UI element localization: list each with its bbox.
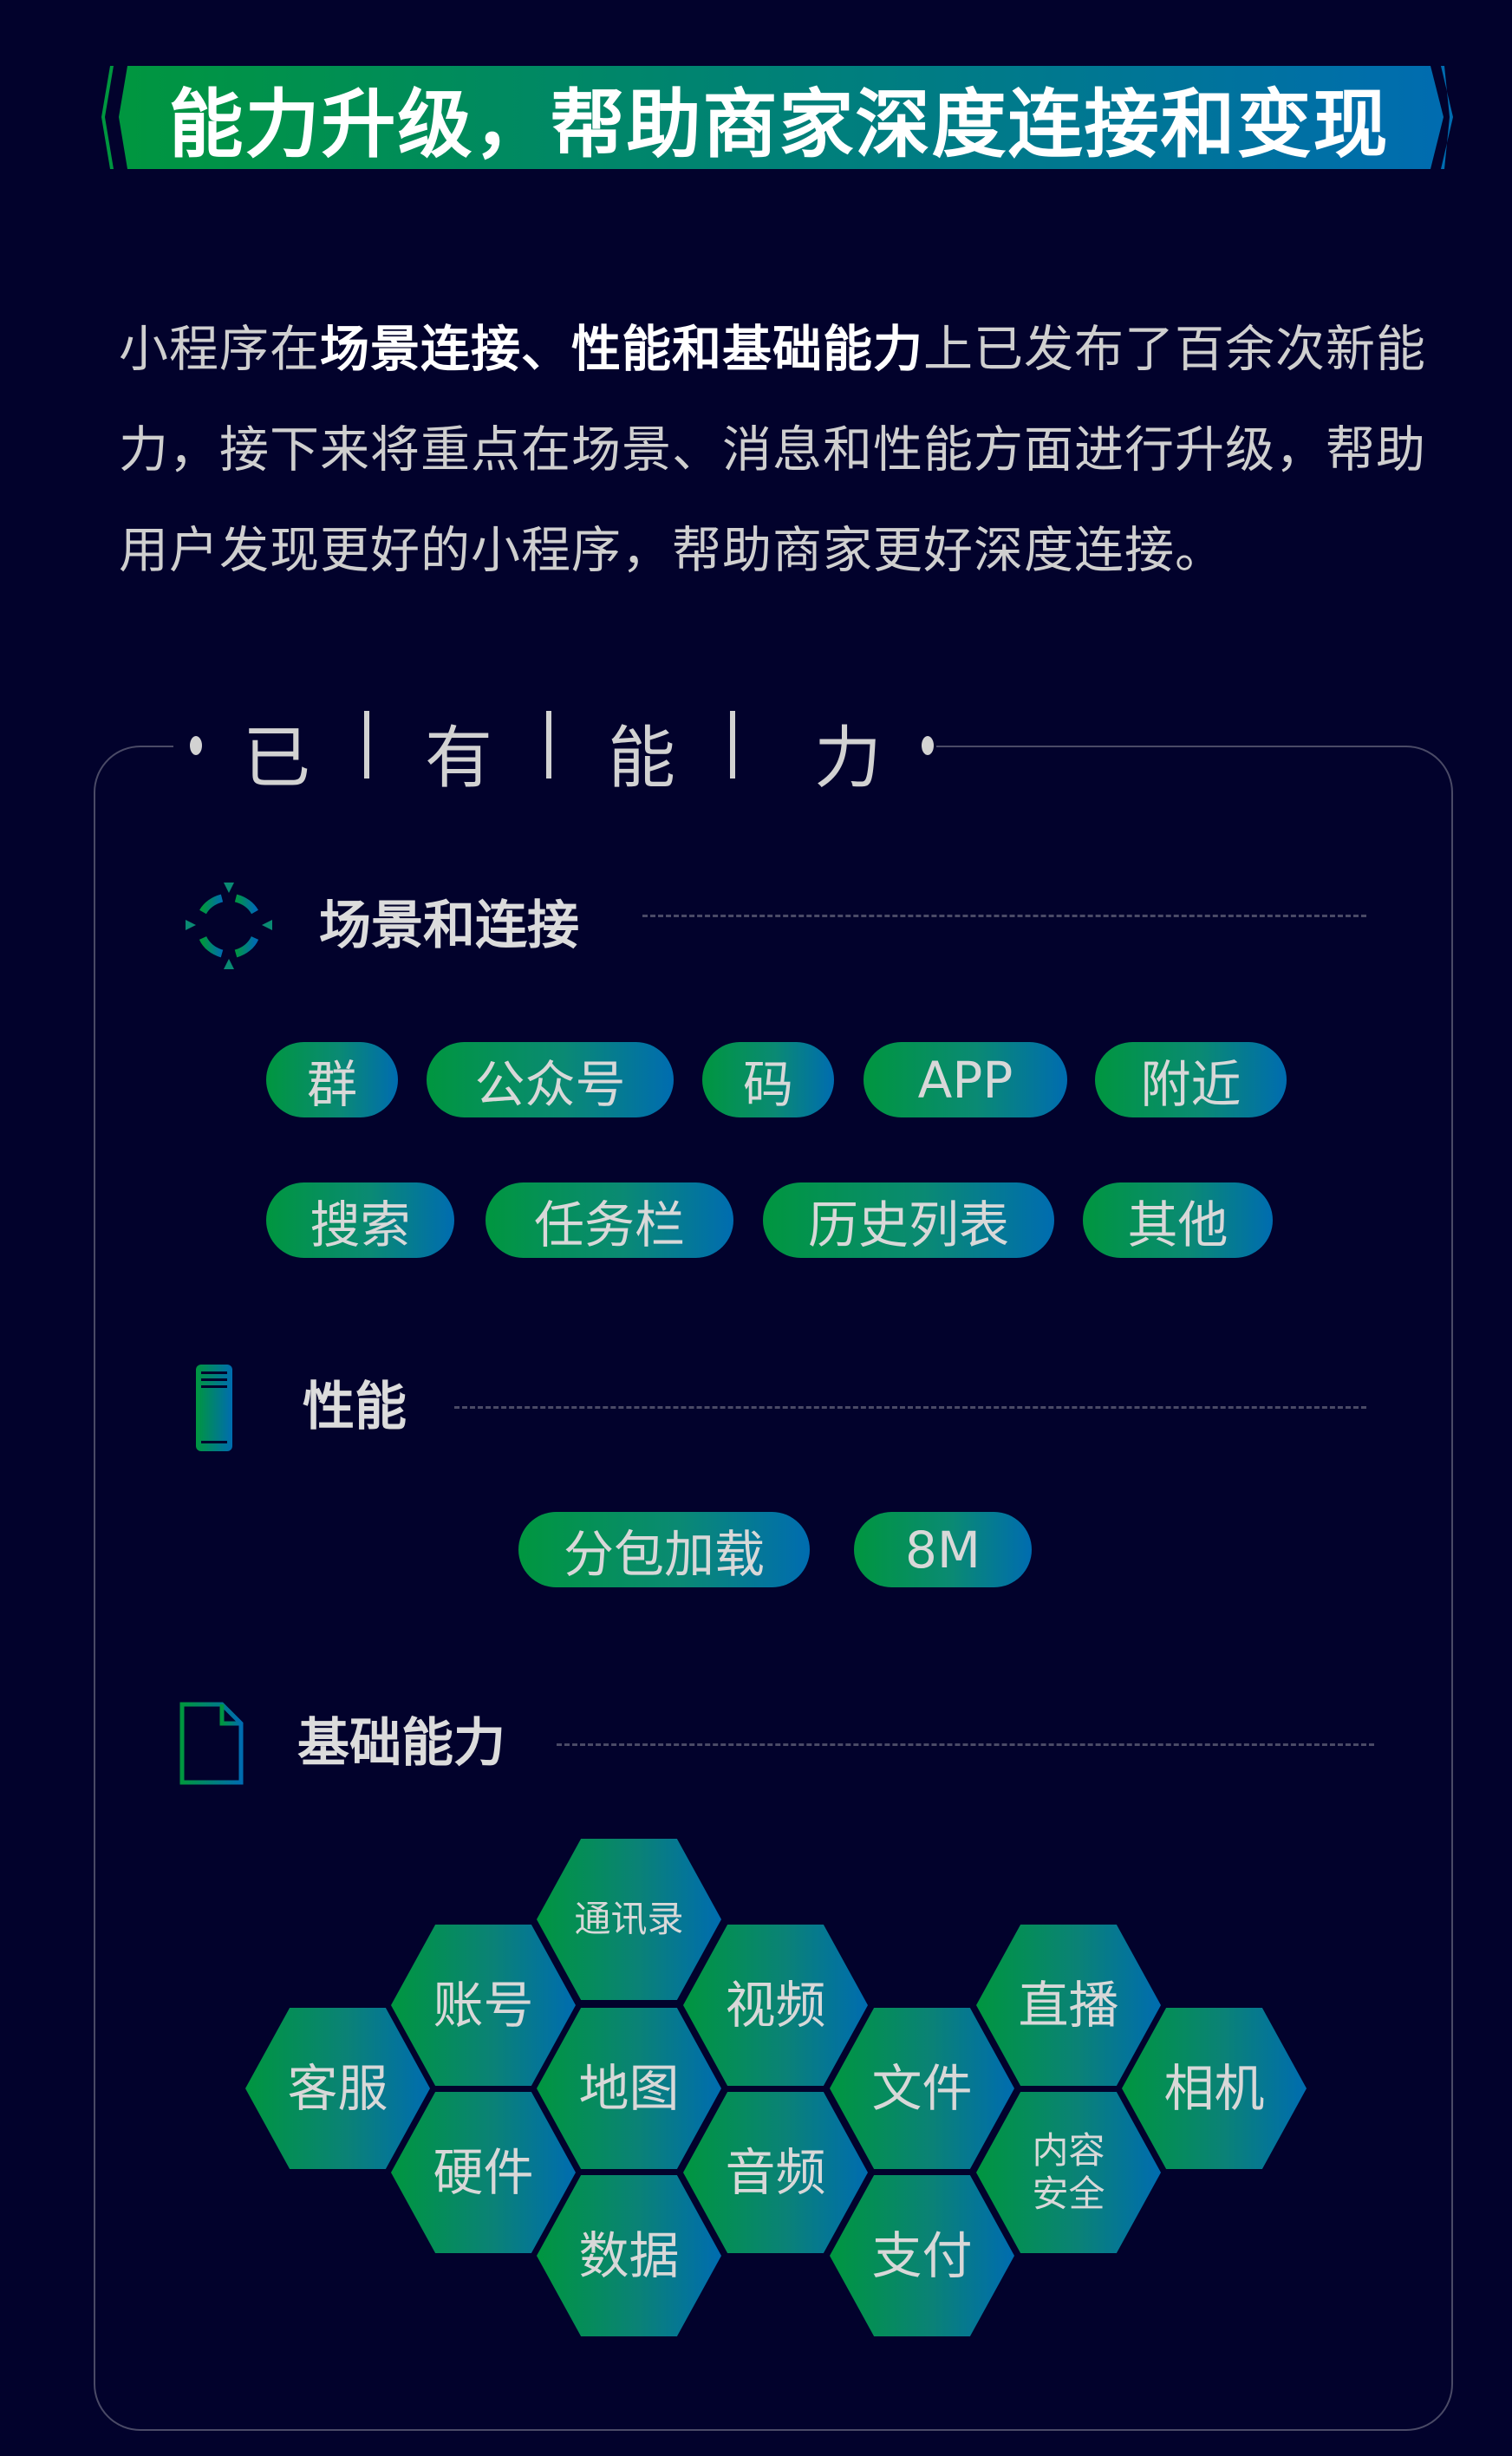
hex-capability: 地图 xyxy=(537,2008,721,2169)
title-banner: 能力升级，帮助商家深度连接和变现 xyxy=(101,66,1457,169)
scene-connect-icon xyxy=(186,883,272,969)
heading-char: 有 xyxy=(425,720,493,798)
tag-pill: 搜索 xyxy=(266,1182,454,1258)
tag-pill: 8M xyxy=(854,1512,1032,1587)
heading-divider xyxy=(546,711,551,778)
section-title-performance: 性能 xyxy=(303,1377,407,1437)
hex-capability: 相机 xyxy=(1122,2008,1307,2169)
hex-capability: 硬件 xyxy=(391,2092,576,2253)
tag-pill: 群 xyxy=(266,1042,398,1117)
hex-capability: 数据 xyxy=(537,2175,721,2336)
intro-highlight: 场景连接、性能和基础能力 xyxy=(320,321,923,378)
hex-capability: 直播 xyxy=(976,1925,1161,2086)
tag-pill: 历史列表 xyxy=(763,1182,1054,1258)
server-icon xyxy=(196,1365,232,1451)
divider xyxy=(642,915,1366,917)
intro-text-rest: 上已发布了百余次新能力，接下来将重点在场景、消息和性能方面进行升级，帮助用户发现… xyxy=(119,321,1426,579)
heading-dot-left xyxy=(190,736,202,755)
hex-capability: 通讯录 xyxy=(537,1839,721,2000)
section-title-scene: 场景和连接 xyxy=(319,896,579,956)
document-icon xyxy=(179,1702,244,1785)
hex-capability: 账号 xyxy=(391,1925,576,2086)
tag-pill: 任务栏 xyxy=(486,1182,733,1258)
hex-capability: 内容安全 xyxy=(976,2092,1161,2253)
hex-capability: 支付 xyxy=(830,2175,1014,2336)
tag-pill: APP xyxy=(864,1042,1067,1117)
hex-capability: 客服 xyxy=(245,2008,430,2169)
tag-pill: 其他 xyxy=(1083,1182,1273,1258)
hex-capability: 视频 xyxy=(683,1925,868,2086)
intro-paragraph: 小程序在场景连接、性能和基础能力上已发布了百余次新能力，接下来将重点在场景、消息… xyxy=(119,299,1454,601)
hex-capability: 音频 xyxy=(683,2092,868,2253)
tag-pill: 码 xyxy=(702,1042,834,1117)
heading-char: 已 xyxy=(243,720,311,798)
heading-divider xyxy=(730,711,735,778)
hex-capability: 文件 xyxy=(830,2008,1014,2169)
tag-pill: 分包加载 xyxy=(518,1512,810,1587)
tag-pill: 附近 xyxy=(1095,1042,1287,1117)
divider xyxy=(557,1743,1374,1746)
banner-title: 能力升级，帮助商家深度连接和变现 xyxy=(168,81,1390,168)
heading-divider xyxy=(364,711,369,778)
section-title-basic: 基础能力 xyxy=(297,1713,505,1774)
divider xyxy=(454,1406,1366,1409)
heading-dot-right xyxy=(922,736,934,755)
intro-text: 小程序在 xyxy=(119,321,320,378)
tag-pill: 公众号 xyxy=(427,1042,674,1117)
heading-char: 能 xyxy=(608,720,676,798)
heading-char: 力 xyxy=(814,720,883,798)
banner-shape xyxy=(101,66,1453,169)
